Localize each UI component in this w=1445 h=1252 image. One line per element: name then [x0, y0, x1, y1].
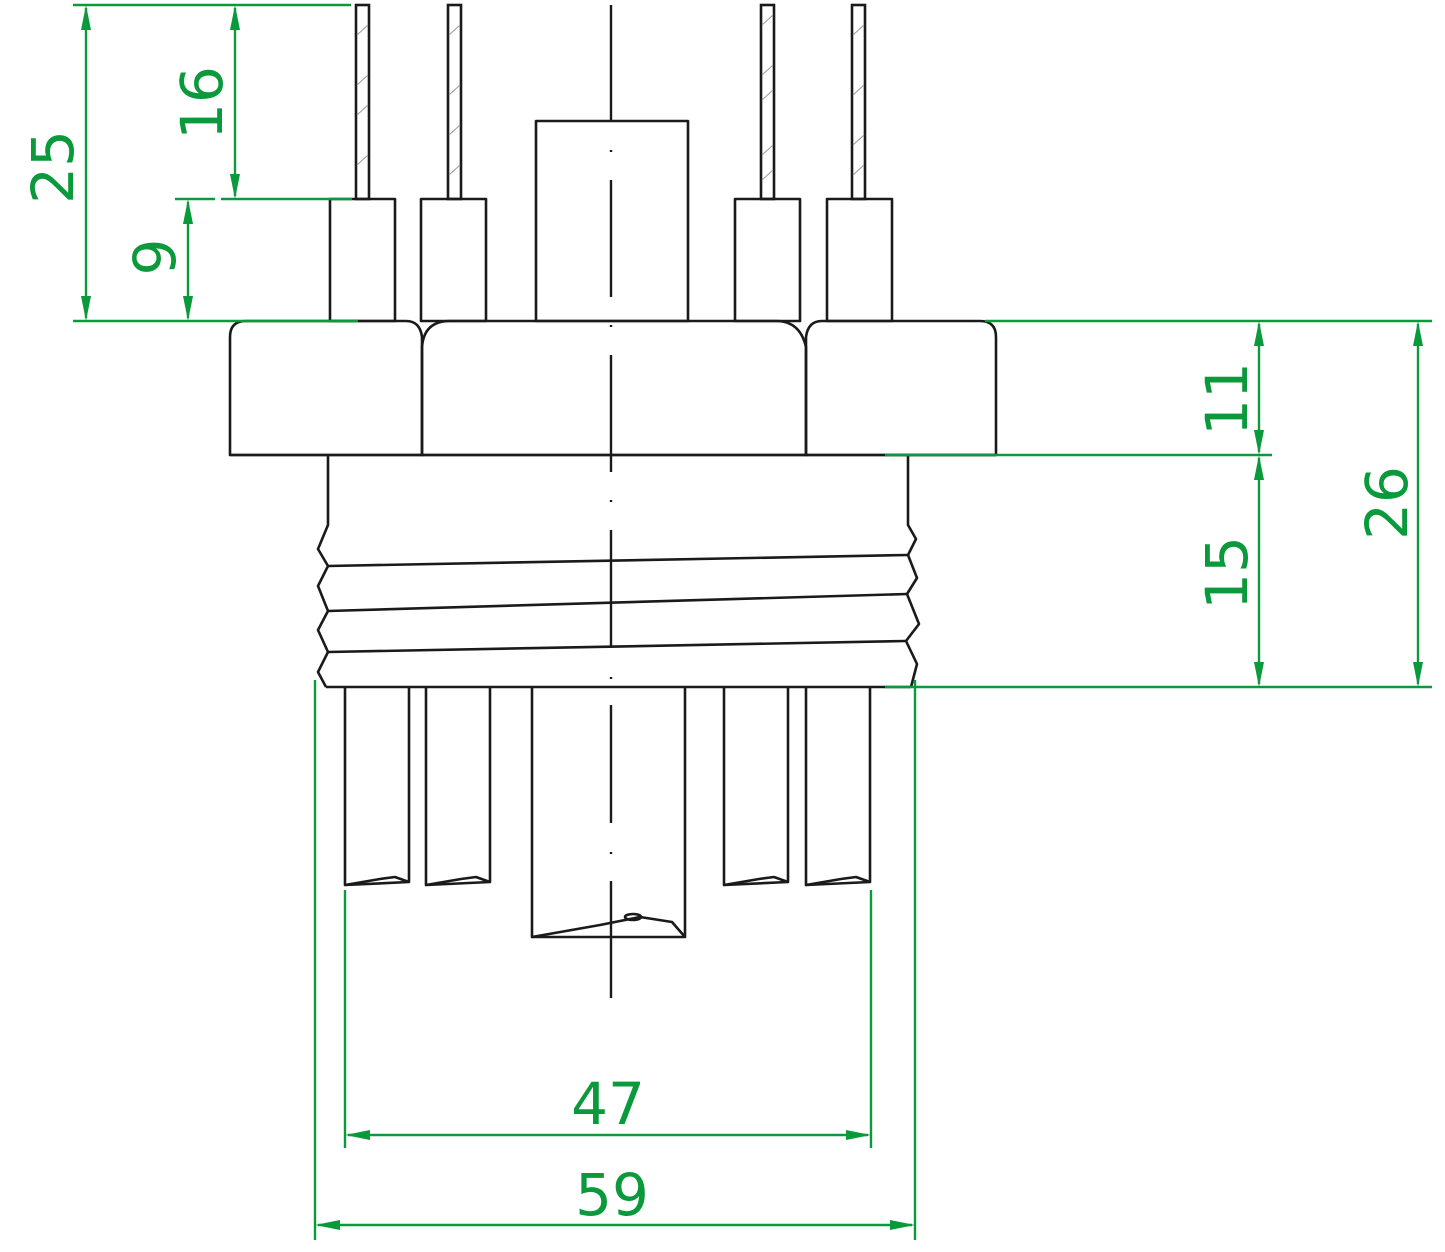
pin-socket-1	[328, 197, 397, 323]
dim-label-59: 59	[575, 1161, 649, 1229]
dimension-labels: 25 16 9 11 15 26 47 59	[19, 66, 1421, 1229]
hex-nut	[228, 319, 998, 457]
leg-2	[424, 687, 492, 887]
pin-3	[759, 3, 776, 201]
pin-socket-2	[419, 197, 488, 323]
dimension-lines	[73, 3, 1432, 1240]
pin-socket-3	[733, 197, 802, 323]
dim-label-47: 47	[571, 1070, 645, 1138]
dim-label-9: 9	[121, 239, 189, 276]
bottom-legs	[343, 687, 872, 939]
dim-label-15: 15	[1193, 536, 1261, 610]
leg-1	[343, 687, 411, 887]
center-leg	[530, 687, 687, 939]
dim-label-16: 16	[168, 66, 236, 140]
leg-3	[722, 687, 790, 887]
dim-label-26: 26	[1353, 466, 1421, 540]
dim-label-25: 25	[19, 130, 87, 204]
threaded-body	[316, 455, 921, 689]
pin-socket-4	[825, 197, 894, 323]
pin-hatching	[356, 14, 865, 181]
dim-label-11: 11	[1193, 362, 1261, 436]
leg-4	[804, 687, 872, 887]
